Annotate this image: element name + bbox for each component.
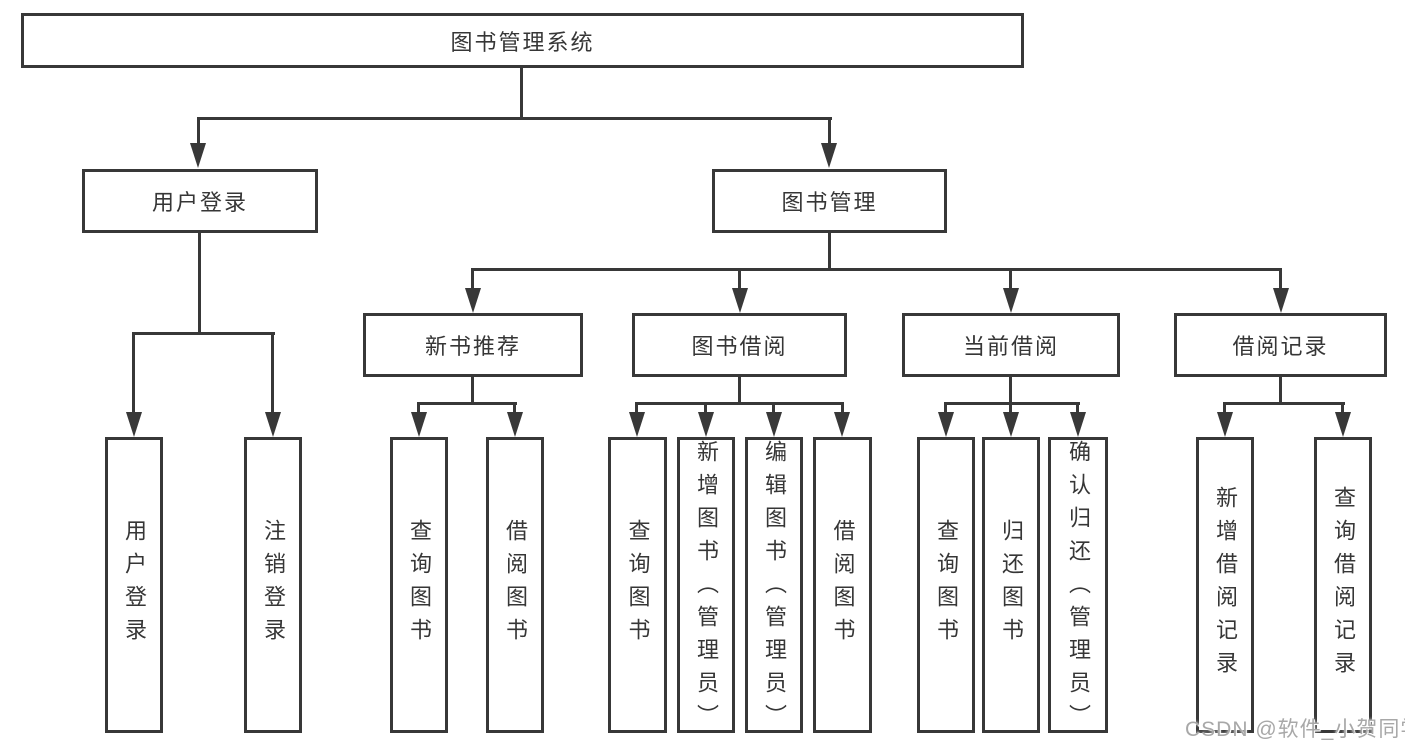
connector-line <box>738 268 741 290</box>
arrow-down-icon <box>126 412 142 437</box>
leaf-borrow-books-borrowing: 借阅图书 <box>813 437 872 733</box>
node-root-system: 图书管理系统 <box>21 13 1024 68</box>
arrow-down-icon <box>1335 412 1351 437</box>
connector-line <box>417 402 517 405</box>
arrow-down-icon <box>465 288 481 313</box>
node-label: 用户登录 <box>122 519 147 651</box>
node-user-login: 用户登录 <box>82 169 318 233</box>
leaf-edit-books-admin: 编辑图书（管理员） <box>745 437 803 737</box>
leaf-confirm-return-admin: 确认归还（管理员） <box>1048 437 1108 737</box>
leaf-add-borrow-record: 新增借阅记录 <box>1196 437 1254 733</box>
node-label: 新增借阅记录 <box>1213 486 1238 684</box>
arrow-down-icon <box>698 412 714 437</box>
connector-line <box>1223 402 1226 416</box>
node-label: 新增图书（管理员） <box>694 440 719 737</box>
node-label: 注销登录 <box>261 519 286 651</box>
node-book-borrowing: 图书借阅 <box>632 313 847 377</box>
connector-line <box>198 233 201 335</box>
leaf-query-books-recommend: 查询图书 <box>390 437 448 733</box>
node-label: 归还图书 <box>999 519 1024 651</box>
arrow-down-icon <box>821 143 837 168</box>
arrow-down-icon <box>766 412 782 437</box>
node-label: 图书借阅 <box>691 334 788 359</box>
arrow-down-icon <box>1273 288 1289 313</box>
connector-line <box>828 233 831 271</box>
connector-line <box>635 402 844 405</box>
connector-line <box>132 332 135 414</box>
leaf-logout: 注销登录 <box>244 437 302 733</box>
arrow-down-icon <box>411 412 427 437</box>
arrow-down-icon <box>629 412 645 437</box>
node-label: 图书管理 <box>781 190 878 215</box>
arrow-down-icon <box>1003 412 1019 437</box>
connector-line <box>772 402 775 416</box>
node-borrow-records: 借阅记录 <box>1174 313 1387 377</box>
node-label: 查询借阅记录 <box>1331 486 1356 684</box>
watermark: CSDN @软件_小贺同学 <box>1185 718 1405 741</box>
connector-line <box>471 268 1282 271</box>
connector-line <box>1223 402 1345 405</box>
node-label: 查询图书 <box>934 519 959 651</box>
connector-line <box>1341 402 1344 416</box>
node-label: 查询图书 <box>407 519 432 651</box>
connector-line <box>841 402 844 416</box>
node-current-borrowing: 当前借阅 <box>902 313 1120 377</box>
arrow-down-icon <box>265 412 281 437</box>
connector-line <box>271 332 274 414</box>
leaf-query-books-current: 查询图书 <box>917 437 975 733</box>
node-label: 图书管理系统 <box>450 29 595 55</box>
connector-line <box>944 402 947 416</box>
connector-line <box>828 117 831 147</box>
node-label: 新书推荐 <box>424 334 521 359</box>
leaf-return-books: 归还图书 <box>982 437 1040 733</box>
connector-line <box>471 377 474 405</box>
node-label: 借阅记录 <box>1232 334 1329 359</box>
connector-line <box>635 402 638 416</box>
node-label: 确认归还（管理员） <box>1066 440 1091 737</box>
connector-line <box>1076 402 1079 416</box>
node-label: 借阅图书 <box>830 519 856 651</box>
connector-line <box>197 117 200 147</box>
arrow-down-icon <box>190 143 206 168</box>
connector-line <box>197 117 832 120</box>
node-label: 借阅图书 <box>503 519 528 651</box>
node-book-management: 图书管理 <box>712 169 947 233</box>
connector-line <box>704 402 707 416</box>
connector-line <box>513 402 516 416</box>
connector-line <box>944 402 1080 405</box>
arrow-down-icon <box>1003 288 1019 313</box>
leaf-user-login: 用户登录 <box>105 437 163 733</box>
connector-line <box>1009 268 1012 290</box>
connector-line <box>1279 268 1282 290</box>
arrow-down-icon <box>1070 412 1086 437</box>
leaf-add-books-admin: 新增图书（管理员） <box>677 437 735 737</box>
leaf-borrow-books-recommend: 借阅图书 <box>486 437 544 733</box>
node-label: 查询图书 <box>625 519 651 651</box>
connector-line <box>471 268 474 290</box>
leaf-query-borrow-record: 查询借阅记录 <box>1314 437 1372 733</box>
arrow-down-icon <box>732 288 748 313</box>
arrow-down-icon <box>1217 412 1233 437</box>
arrow-down-icon <box>938 412 954 437</box>
connector-line <box>417 402 420 416</box>
arrow-down-icon <box>507 412 523 437</box>
node-label: 编辑图书（管理员） <box>762 440 787 737</box>
node-label: 当前借阅 <box>962 334 1059 359</box>
node-new-book-recommend: 新书推荐 <box>363 313 583 377</box>
node-label: 用户登录 <box>151 190 248 215</box>
arrow-down-icon <box>834 412 850 437</box>
connector-line <box>132 332 275 335</box>
connector-line <box>1009 402 1012 416</box>
connector-line <box>1009 377 1012 405</box>
leaf-query-books-borrowing: 查询图书 <box>608 437 667 733</box>
connector-line <box>520 68 523 120</box>
connector-line <box>1279 377 1282 405</box>
connector-line <box>738 377 741 405</box>
